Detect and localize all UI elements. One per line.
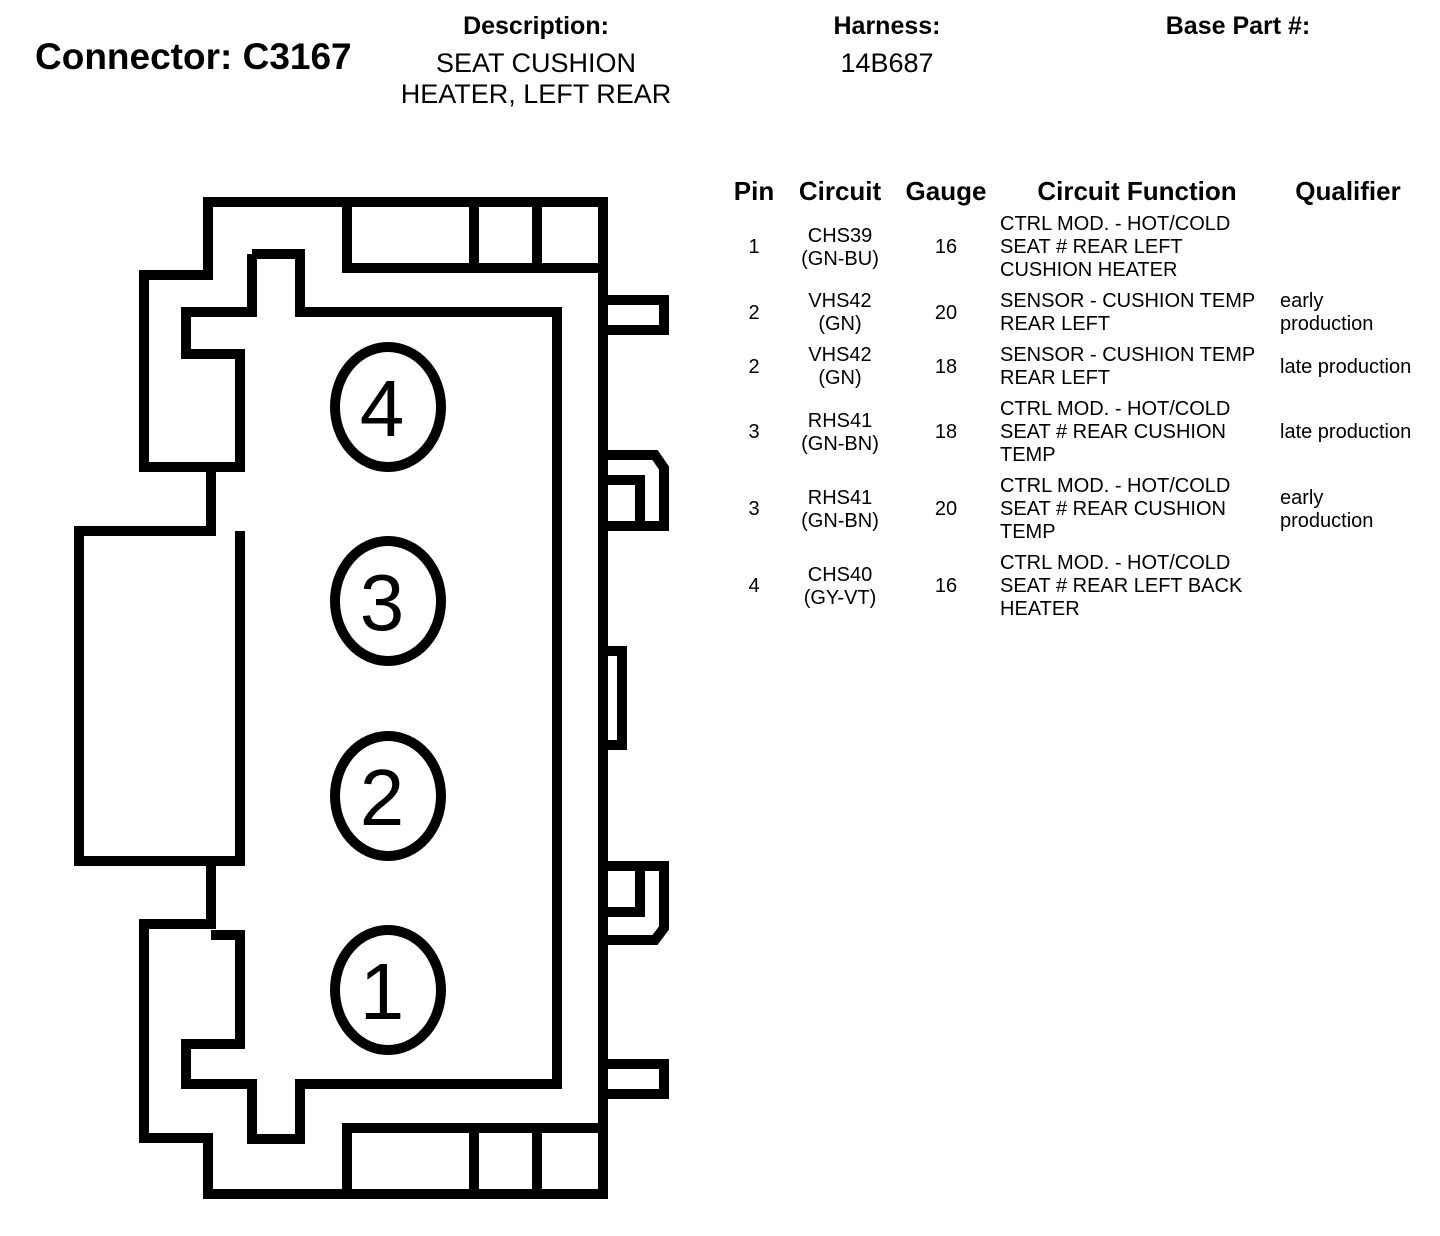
circuit-id: CHS39 xyxy=(807,224,873,247)
cell-pin: 2 xyxy=(748,355,760,378)
pin-cavity-1 xyxy=(330,925,446,1055)
cell-qualifier: late production xyxy=(1280,355,1412,378)
housing-outline xyxy=(74,197,608,1199)
harness-label: Harness: xyxy=(833,12,941,40)
wire-color: (GN-BU) xyxy=(801,247,879,270)
pin-number-2: 2 xyxy=(360,753,405,842)
pinout-header-row: Pin Circuit Gauge Circuit Function Quali… xyxy=(726,176,1416,213)
cell-pin: 3 xyxy=(748,421,760,443)
cell-pin: 2 xyxy=(748,301,760,324)
wire-color: (GN-BN) xyxy=(801,509,879,532)
pin-number-3: 3 xyxy=(360,558,405,647)
cell-qualifier: late production xyxy=(1280,421,1412,443)
cell-circuit: VHS42(GN) xyxy=(782,344,898,398)
wire-color: (GN) xyxy=(818,367,862,389)
description-line-1: SEAT CUSHION xyxy=(435,48,637,78)
header-circuit-function: Circuit Function xyxy=(1037,176,1237,206)
description-line-2: HEATER, LEFT REAR xyxy=(400,79,672,109)
pin-cavity-2 xyxy=(330,731,446,861)
table-row: 2 VHS42(GN) 20 SENSOR - CUSHION TEMP REA… xyxy=(726,290,1416,344)
cell-circuit-function: CTRL MOD. - HOT/COLD SEAT # REAR LEFT BA… xyxy=(1000,552,1243,620)
cell-circuit-function: CTRL MOD. - HOT/COLD SEAT # REAR CUSHION… xyxy=(1000,475,1231,543)
pin-cavity-4 xyxy=(330,342,446,472)
cell-qualifier: early production xyxy=(1280,290,1374,335)
inner-cavity xyxy=(181,249,562,1144)
wire-color: (GN) xyxy=(818,313,862,335)
circuit-id: VHS42 xyxy=(808,290,872,312)
connector-title: Connector: C3167 xyxy=(35,36,352,77)
cell-circuit: CHS40(GY-VT) xyxy=(782,552,898,629)
harness-value: 14B687 xyxy=(840,48,934,78)
cell-circuit-function: CTRL MOD. - HOT/COLD SEAT # REAR CUSHION… xyxy=(1000,398,1231,466)
right-latch-2 xyxy=(603,450,669,531)
right-latch-4 xyxy=(603,861,669,945)
pin-number-1: 1 xyxy=(360,947,405,1036)
pin-cavity-3 xyxy=(330,536,446,666)
bottom-lock-tab xyxy=(342,1123,603,1194)
right-latch-5 xyxy=(603,1059,669,1099)
header-circuit: Circuit xyxy=(798,176,882,206)
cell-circuit: VHS42(GN) xyxy=(782,290,898,344)
table-row: 4 CHS40(GY-VT) 16 CTRL MOD. - HOT/COLD S… xyxy=(726,552,1416,629)
table-row: 2 VHS42(GN) 18 SENSOR - CUSHION TEMP REA… xyxy=(726,344,1416,398)
table-row: 3 RHS41(GN-BN) 20 CTRL MOD. - HOT/COLD S… xyxy=(726,475,1416,552)
table-row: 3 RHS41(GN-BN) 18 CTRL MOD. - HOT/COLD S… xyxy=(726,398,1416,475)
cell-circuit: RHS41(GN-BN) xyxy=(782,398,898,475)
description-value: SEAT CUSHION HEATER, LEFT REAR xyxy=(386,48,686,110)
top-lock-tab xyxy=(342,202,603,273)
cell-gauge: 20 xyxy=(934,498,958,520)
right-latch-3 xyxy=(603,646,627,750)
description-label: Description: xyxy=(463,12,609,40)
cell-circuit-function: SENSOR - CUSHION TEMP REAR LEFT xyxy=(1000,344,1255,389)
cell-circuit: RHS41(GN-BN) xyxy=(782,475,898,552)
pin-number-4: 4 xyxy=(360,364,405,453)
circuit-id: RHS41 xyxy=(807,409,873,432)
wire-color: (GY-VT) xyxy=(803,586,877,609)
pinout-table: Pin Circuit Gauge Circuit Function Quali… xyxy=(726,176,1416,629)
cell-gauge: 18 xyxy=(934,355,958,378)
cell-pin: 3 xyxy=(748,498,760,520)
base-part-label: Base Part #: xyxy=(1165,12,1311,40)
circuit-id: VHS42 xyxy=(808,344,872,366)
connector-face-diagram: 4 3 2 1 xyxy=(74,197,669,1199)
header-qualifier: Qualifier xyxy=(1295,176,1401,206)
circuit-id: RHS41 xyxy=(807,486,873,509)
table-row: 1 CHS39(GN-BU) 16 CTRL MOD. - HOT/COLD S… xyxy=(726,213,1416,290)
cell-circuit-function: SENSOR - CUSHION TEMP REAR LEFT xyxy=(1000,290,1255,335)
cell-gauge: 16 xyxy=(934,575,958,597)
cell-gauge: 18 xyxy=(934,421,958,443)
cell-circuit-function: CTRL MOD. - HOT/COLD SEAT # REAR LEFT CU… xyxy=(1000,213,1231,281)
cell-gauge: 20 xyxy=(934,301,958,324)
cell-circuit: CHS39(GN-BU) xyxy=(782,213,898,290)
cell-pin: 1 xyxy=(748,236,760,258)
cell-qualifier xyxy=(1280,552,1416,629)
header-gauge: Gauge xyxy=(905,176,987,206)
cell-gauge: 16 xyxy=(934,236,958,258)
circuit-id: CHS40 xyxy=(807,563,873,586)
header-pin: Pin xyxy=(733,176,775,206)
cell-qualifier: early production xyxy=(1280,486,1374,532)
right-latch-1 xyxy=(603,295,669,335)
wire-color: (GN-BN) xyxy=(801,432,879,455)
cell-pin: 4 xyxy=(748,575,760,597)
cell-qualifier xyxy=(1280,213,1416,290)
